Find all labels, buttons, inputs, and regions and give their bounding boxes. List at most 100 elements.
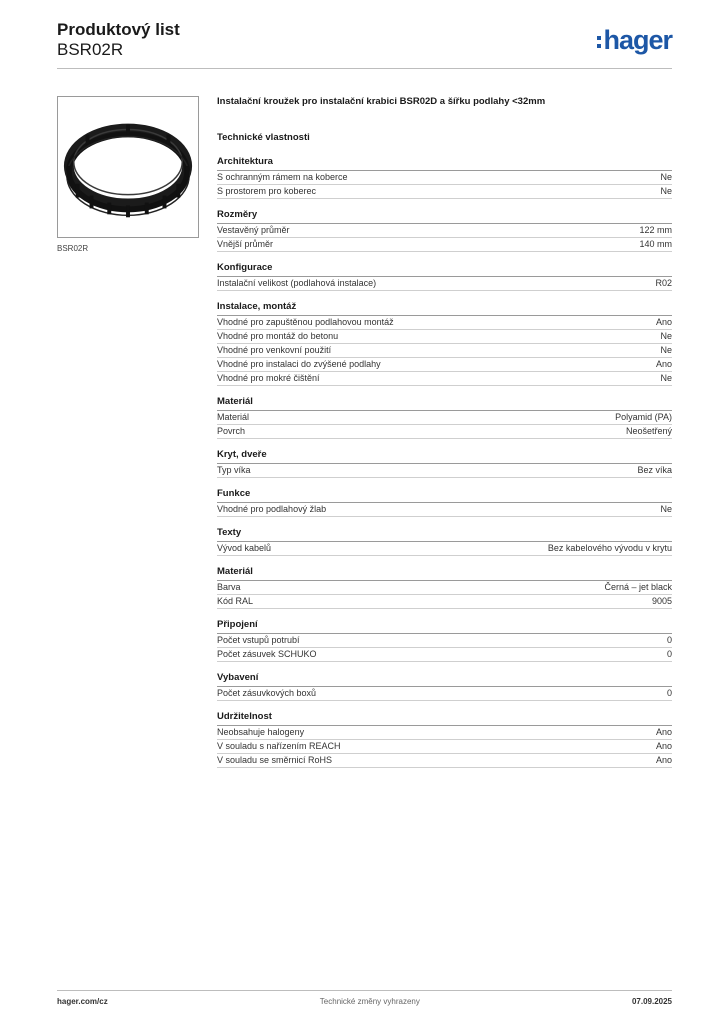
spec-value: R02: [655, 278, 672, 288]
spec-label: Materiál: [217, 412, 250, 422]
image-caption: BSR02R: [57, 244, 89, 253]
spec-value: Ano: [655, 727, 672, 737]
spec-label: Vhodné pro instalaci do zvýšené podlahy: [217, 359, 381, 369]
spec-row: Neobsahuje halogeny Ano: [217, 726, 672, 740]
spec-value: Ne: [660, 172, 672, 182]
spec-row: Vnější průměr 140 mm: [217, 238, 672, 252]
spec-row: Barva Černá – jet black: [217, 581, 672, 595]
section-title: Architektura: [217, 156, 672, 171]
hager-logo: hager: [597, 25, 673, 55]
spec-row: V souladu s nařízením REACH Ano: [217, 740, 672, 754]
page-footer: hager.com/cz Technické změny vyhrazeny 0…: [57, 997, 672, 1006]
section-title: Kryt, dveře: [217, 449, 672, 464]
product-image: [57, 96, 199, 238]
logo-dots-icon: [597, 36, 602, 48]
spec-value: Bez kabelového vývodu v krytu: [547, 543, 672, 553]
section-title: Materiál: [217, 566, 672, 581]
spec-label: Vestavěný průměr: [217, 225, 290, 235]
spec-value: Ano: [655, 741, 672, 751]
spec-value: Ano: [655, 359, 672, 369]
spec-value: Ne: [660, 331, 672, 341]
spec-label: Počet vstupů potrubí: [217, 635, 300, 645]
spec-label: Vhodné pro podlahový žlab: [217, 504, 327, 514]
spec-label: Kód RAL: [217, 596, 254, 606]
spec-label: V souladu s nařízením REACH: [217, 741, 341, 751]
spec-row: S ochranným rámem na koberce Ne: [217, 171, 672, 185]
spec-row: S prostorem pro koberec Ne: [217, 185, 672, 199]
spec-label: Barva: [217, 582, 241, 592]
spec-value: Ano: [655, 755, 672, 765]
section-title: Funkce: [217, 488, 672, 503]
spec-value: 0: [666, 649, 672, 659]
footer-site-link[interactable]: hager.com/cz: [57, 997, 108, 1006]
spec-content: Instalační kroužek pro instalační krabic…: [217, 96, 672, 778]
spec-row: Počet vstupů potrubí 0: [217, 634, 672, 648]
installation-ring-icon: [63, 123, 193, 218]
spec-label: Počet zásuvek SCHUKO: [217, 649, 317, 659]
product-code: BSR02R: [57, 40, 124, 59]
spec-value: Neošetřený: [625, 426, 672, 436]
spec-value: 9005: [651, 596, 672, 606]
footer-divider: [57, 990, 672, 991]
spec-value: Polyamid (PA): [615, 412, 672, 422]
spec-row: Vývod kabelů Bez kabelového vývodu v kryt…: [217, 542, 672, 556]
spec-row: Materiál Polyamid (PA): [217, 411, 672, 425]
spec-label: Počet zásuvkových boxů: [217, 688, 317, 698]
logo-text: hager: [603, 25, 673, 55]
spec-label: Vnější průměr: [217, 239, 274, 249]
spec-row: Vhodné pro venkovní použití Ne: [217, 344, 672, 358]
spec-row: Vestavěný průměr 122 mm: [217, 224, 672, 238]
spec-value: Ne: [660, 373, 672, 383]
section-title: Konfigurace: [217, 262, 672, 277]
spec-row: Vhodné pro instalaci do zvýšené podlahy A…: [217, 358, 672, 372]
spec-value: Ne: [660, 504, 672, 514]
spec-value: Ne: [660, 345, 672, 355]
spec-value: 140 mm: [639, 239, 672, 249]
section-title: Udržitelnost: [217, 711, 672, 726]
spec-label: S ochranným rámem na koberce: [217, 172, 348, 182]
spec-value: Ne: [660, 186, 672, 196]
spec-label: Instalační velikost (podlahová instalace…: [217, 278, 377, 288]
spec-value: 122 mm: [639, 225, 672, 235]
section-title: Materiál: [217, 396, 672, 411]
page-title: Produktový list: [57, 20, 180, 39]
spec-label: Vhodné pro venkovní použití: [217, 345, 332, 355]
spec-row: Kód RAL 9005: [217, 595, 672, 609]
section-title: Instalace, montáž: [217, 301, 672, 316]
footer-note: Technické změny vyhrazeny: [319, 997, 420, 1006]
spec-value: 0: [666, 688, 672, 698]
section-title: Vybavení: [217, 672, 672, 687]
header-divider: [57, 68, 672, 69]
spec-label: S prostorem pro koberec: [217, 186, 317, 196]
spec-label: Vývod kabelů: [217, 543, 272, 553]
spec-row: Vhodné pro mokré čištění Ne: [217, 372, 672, 386]
spec-label: Neobsahuje halogeny: [217, 727, 305, 737]
spec-label: Typ víka: [217, 465, 251, 475]
spec-row: Vhodné pro podlahový žlab Ne: [217, 503, 672, 517]
spec-label: Vhodné pro zapuštěnou podlahovou montáž: [217, 317, 394, 327]
spec-value: Černá – jet black: [604, 582, 672, 592]
spec-row: Počet zásuvkových boxů 0: [217, 687, 672, 701]
section-title: Rozměry: [217, 209, 672, 224]
spec-value: 0: [666, 635, 672, 645]
section-title: Připojení: [217, 619, 672, 634]
spec-label: Vhodné pro mokré čištění: [217, 373, 320, 383]
product-description: Instalační kroužek pro instalační krabic…: [217, 96, 546, 107]
tech-heading: Technické vlastnosti: [217, 132, 310, 143]
